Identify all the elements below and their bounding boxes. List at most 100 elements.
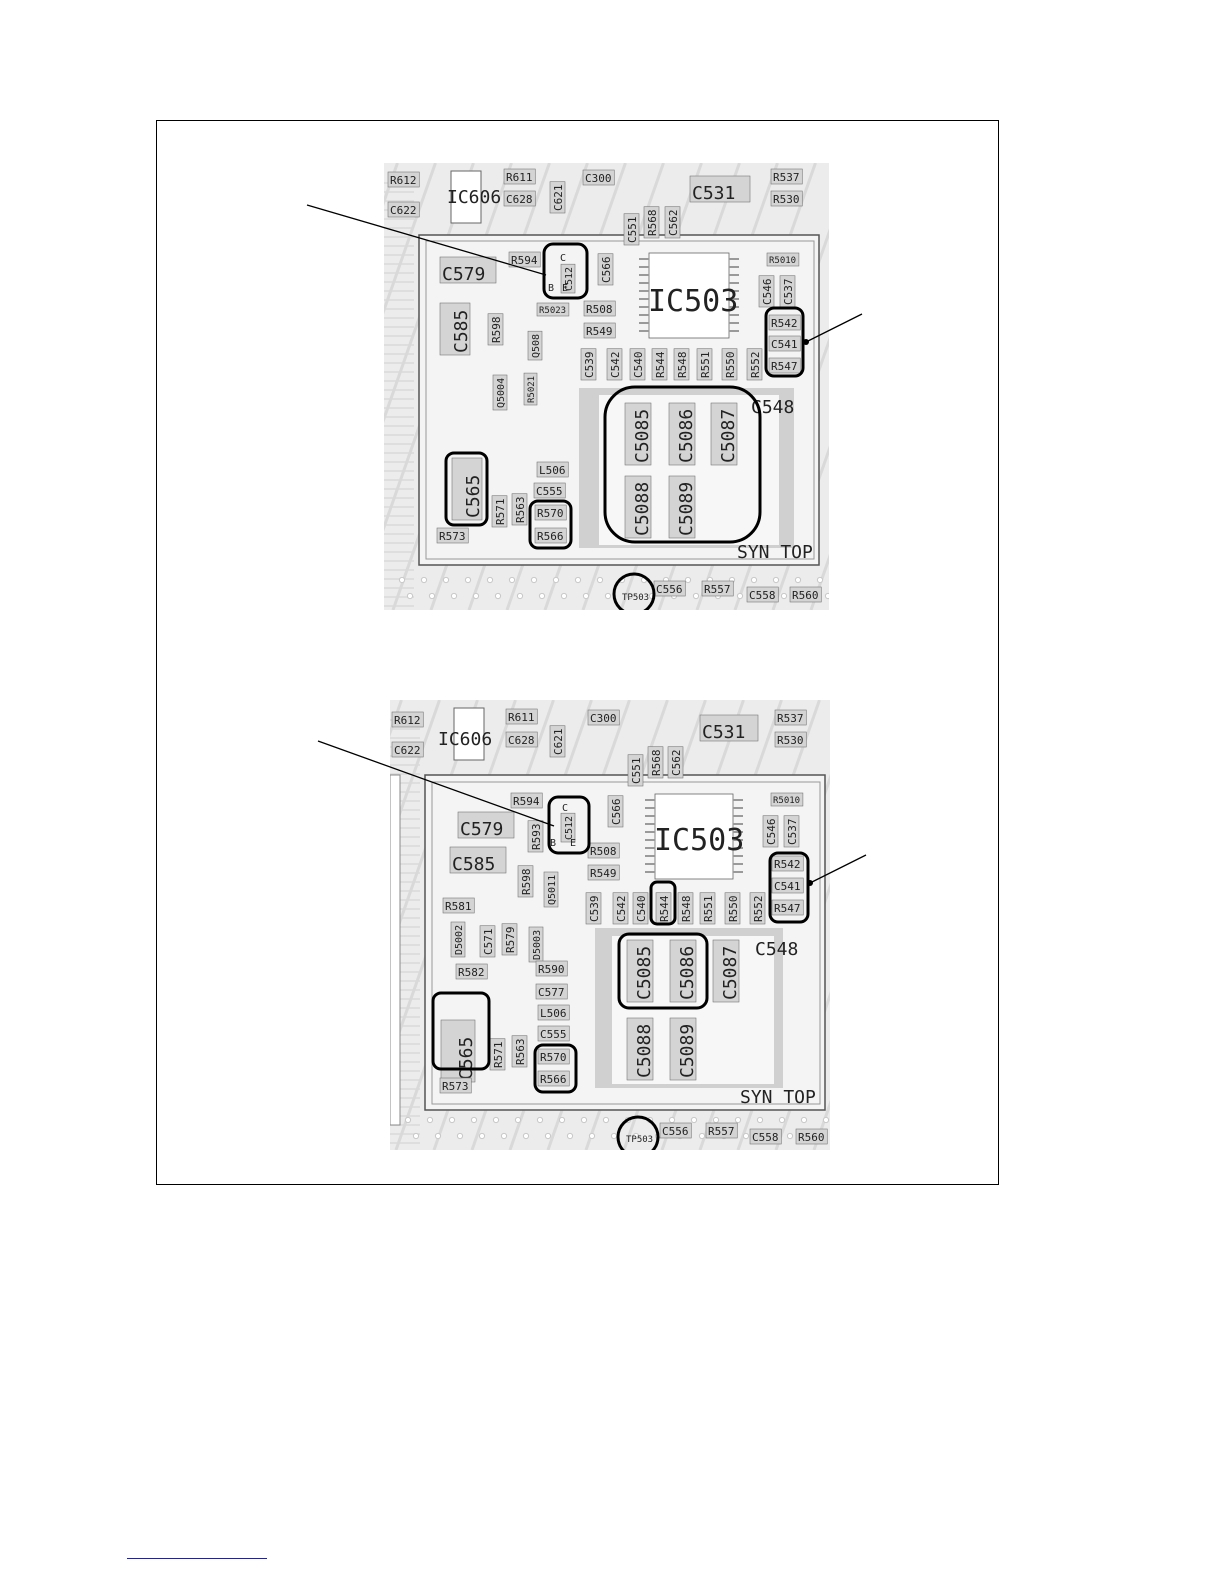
- component-c537: C537: [779, 275, 796, 308]
- via: [494, 592, 502, 600]
- highlight-c565: [431, 991, 491, 1071]
- component-label-r537: R537: [777, 712, 804, 725]
- component-label-r612: R612: [390, 174, 417, 187]
- via: [398, 576, 406, 584]
- component-pad: [623, 213, 640, 246]
- component-label-c300: C300: [590, 712, 617, 725]
- component-label-r598: R598: [490, 317, 503, 344]
- component-label-c548: C548: [755, 939, 798, 960]
- component-ic503: IC503: [648, 284, 738, 319]
- component-pad: [587, 864, 620, 881]
- via: [412, 1132, 420, 1140]
- component-label-c556: C556: [662, 1125, 689, 1138]
- component-pad: [501, 923, 518, 956]
- via: [778, 1116, 786, 1124]
- component-pad: [699, 892, 716, 925]
- component-r549: R549: [587, 864, 620, 881]
- via: [816, 576, 824, 584]
- component-label-pin_b: B: [550, 838, 556, 849]
- component-pad: [436, 527, 469, 544]
- component-label-r551: R551: [702, 896, 715, 923]
- highlight-tp503: [612, 572, 656, 610]
- component-pad: [439, 302, 471, 356]
- component-label-q5004: Q5004: [496, 378, 507, 408]
- component-ic503: IC503: [654, 823, 744, 858]
- via: [566, 1132, 574, 1140]
- component-c551: C551: [627, 754, 644, 787]
- component-label-r594: R594: [513, 795, 540, 808]
- highlight-c5085-c5086: [617, 932, 709, 1010]
- component-label-c555: C555: [536, 485, 563, 498]
- component-pad: [624, 475, 652, 539]
- component-label-q5011: Q5011: [547, 875, 558, 905]
- via: [772, 576, 780, 584]
- component-label-r563: R563: [514, 1039, 527, 1066]
- component-pad: [705, 1122, 738, 1139]
- component-label-c566: C566: [610, 799, 623, 826]
- component-pad: [523, 372, 538, 406]
- component-pad: [651, 348, 668, 381]
- via: [604, 592, 612, 600]
- component-pad: [535, 960, 568, 977]
- component-pad: [626, 939, 654, 1003]
- component-label-r544: R544: [654, 351, 667, 378]
- component-pad: [536, 302, 570, 317]
- via: [822, 1116, 830, 1124]
- component-r549: R549: [583, 322, 616, 339]
- component-label-r548: R548: [680, 896, 693, 923]
- component-syn_top: SYN TOP: [737, 542, 813, 563]
- component-pad: [771, 855, 804, 872]
- component-pad: [673, 348, 690, 381]
- component-pad: [749, 1128, 782, 1145]
- component-label-c540: C540: [635, 896, 648, 923]
- component-label-r563: R563: [514, 497, 527, 524]
- highlight-q512: [542, 242, 589, 300]
- component-label-ic503: IC503: [648, 284, 738, 319]
- figure-frame: [156, 120, 999, 1185]
- component-label-r547: R547: [774, 902, 801, 915]
- via: [472, 592, 480, 600]
- component-c562: C562: [667, 746, 684, 779]
- component-pad: [582, 169, 615, 186]
- component-c555: C555: [533, 482, 566, 499]
- component-c566: C566: [607, 795, 624, 828]
- component-label-c551: C551: [630, 758, 643, 785]
- component-c5085: C5085: [624, 402, 653, 466]
- component-pad: [721, 348, 738, 381]
- component-r571: R571: [489, 1038, 506, 1071]
- component-pad: [668, 402, 696, 466]
- via: [780, 592, 788, 600]
- via: [692, 592, 700, 600]
- component-label-r550: R550: [727, 896, 740, 923]
- component-r5010: R5010: [766, 252, 800, 267]
- component-c5088: C5088: [624, 475, 653, 539]
- component-pad: [664, 206, 681, 239]
- component-label-c537: C537: [786, 819, 799, 846]
- component-pad: [659, 1122, 692, 1139]
- component-r560: R560: [795, 1128, 828, 1145]
- via: [742, 1132, 750, 1140]
- component-label-r560: R560: [792, 589, 819, 602]
- component-c5085: C5085: [626, 939, 655, 1003]
- component-pad: [768, 335, 801, 352]
- component-label-c562: C562: [667, 210, 680, 237]
- component-pad: [696, 348, 713, 381]
- component-c512: C512: [560, 263, 576, 294]
- component-c585: C585: [439, 302, 472, 356]
- component-label-r542: R542: [774, 858, 801, 871]
- component-label-c5086: C5086: [676, 409, 697, 463]
- component-label-r593: R593: [530, 824, 543, 851]
- component-r530: R530: [770, 190, 803, 207]
- via: [470, 1116, 478, 1124]
- component-r548: R548: [673, 348, 690, 381]
- component-label-r611: R611: [508, 711, 535, 724]
- component-label-pin_b: B: [548, 283, 554, 294]
- via: [500, 1132, 508, 1140]
- component-pad: [667, 746, 684, 779]
- component-label-c565: C565: [463, 475, 484, 518]
- component-pad: [537, 1070, 570, 1087]
- component-r611: R611: [505, 708, 538, 725]
- ic-pins: [639, 258, 739, 332]
- component-c551: C551: [623, 213, 640, 246]
- component-pad: [774, 731, 807, 748]
